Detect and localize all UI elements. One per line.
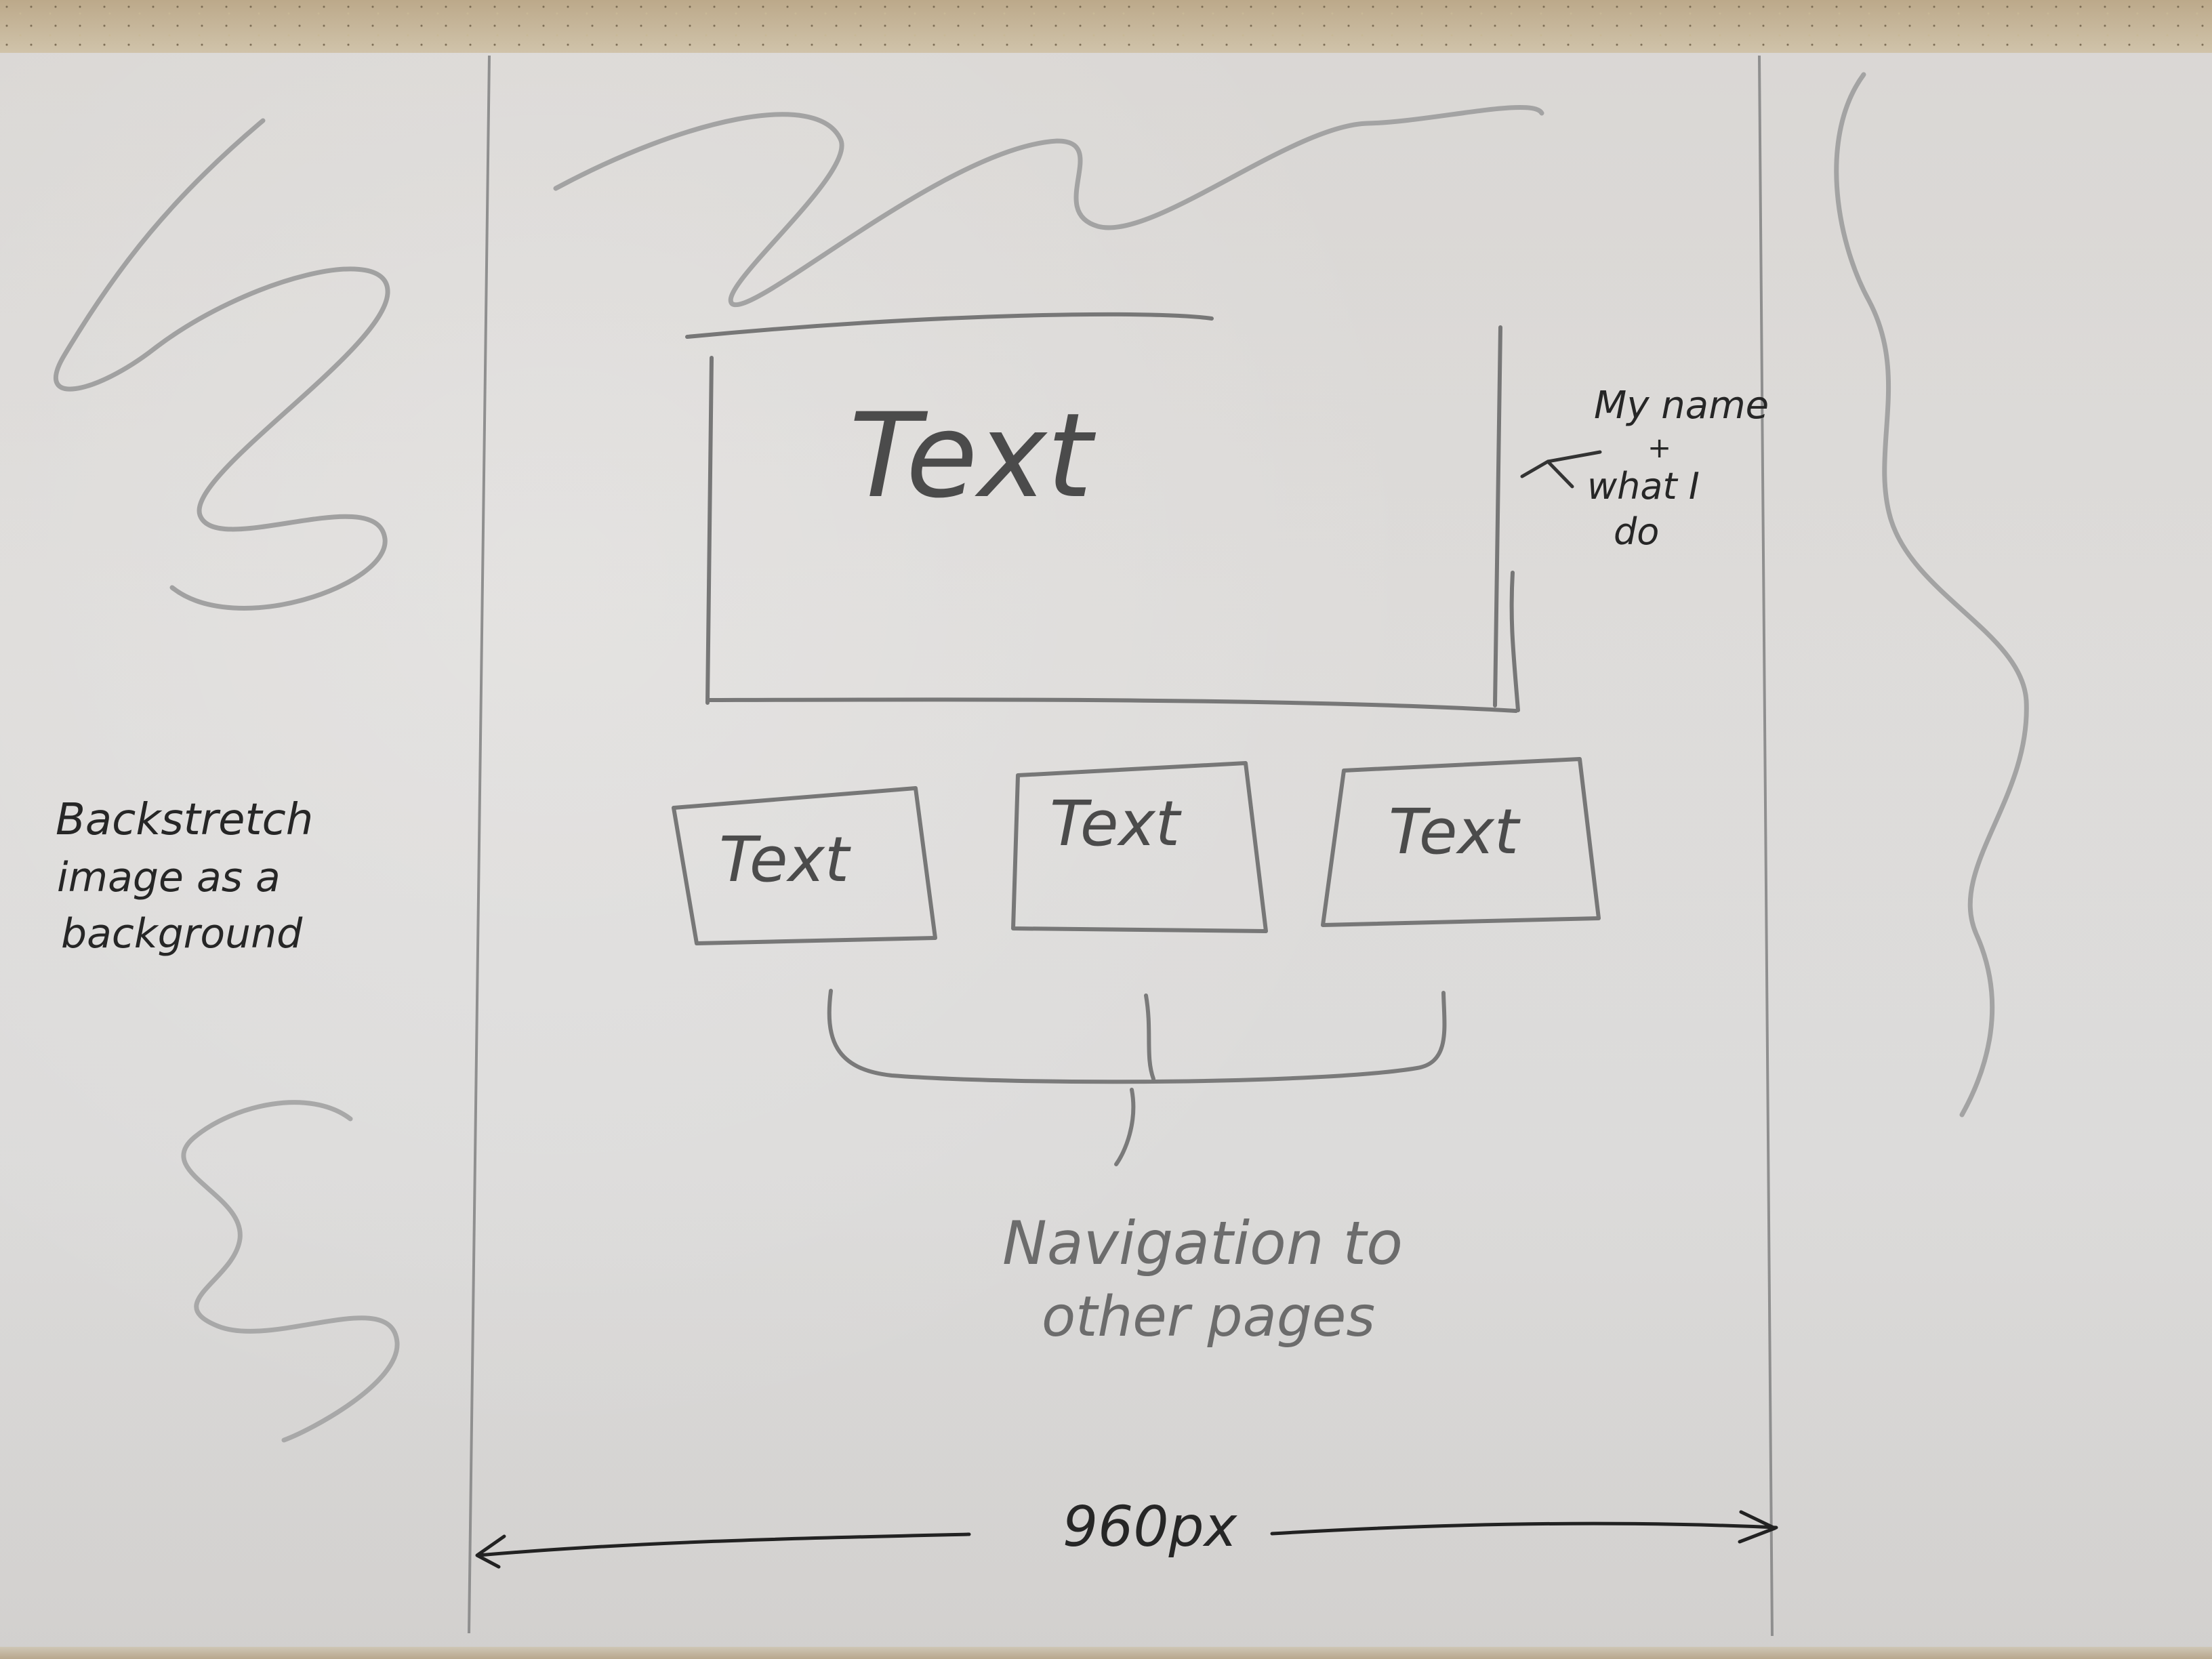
left-scribble-top — [54, 118, 390, 611]
width-arrow — [475, 1510, 1778, 1569]
left-column-line — [468, 55, 491, 1634]
hero-annotation-line4: do — [1614, 510, 1659, 553]
navigation-note-line2: other pages — [1042, 1285, 1375, 1349]
hero-text-box — [685, 312, 1520, 713]
hero-annotation-line1: My name — [1594, 384, 1769, 428]
card-1-label: Text — [719, 823, 851, 896]
hero-annotation-line3: what I — [1587, 465, 1700, 508]
card-2-label: Text — [1050, 787, 1182, 860]
countertop-edge — [0, 1647, 2212, 1659]
paper-sheet — [0, 53, 2212, 1647]
background-note-line3: background — [61, 910, 303, 958]
background-note-line1: Backstretch — [56, 795, 313, 845]
left-scribble-bottom — [181, 1100, 400, 1443]
right-column-line — [1758, 55, 1774, 1637]
background-note-line2: image as a — [57, 854, 281, 901]
width-label: 960px — [1063, 1495, 1238, 1559]
navigation-bracket — [827, 989, 1447, 1166]
hero-annotation-arrow — [1520, 450, 1602, 489]
countertop-texture — [0, 0, 2212, 53]
navigation-note-line1: Navigation to — [1002, 1208, 1403, 1278]
card-3-label: Text — [1389, 796, 1521, 868]
card-2-outline — [1011, 761, 1268, 933]
hero-text-label: Text — [849, 388, 1096, 524]
header-scribble — [553, 105, 1544, 308]
right-scribble — [1834, 72, 2029, 1118]
card-3-outline — [1321, 757, 1601, 927]
hero-annotation-line2: + — [1647, 431, 1671, 464]
card-1-outline — [672, 786, 937, 945]
